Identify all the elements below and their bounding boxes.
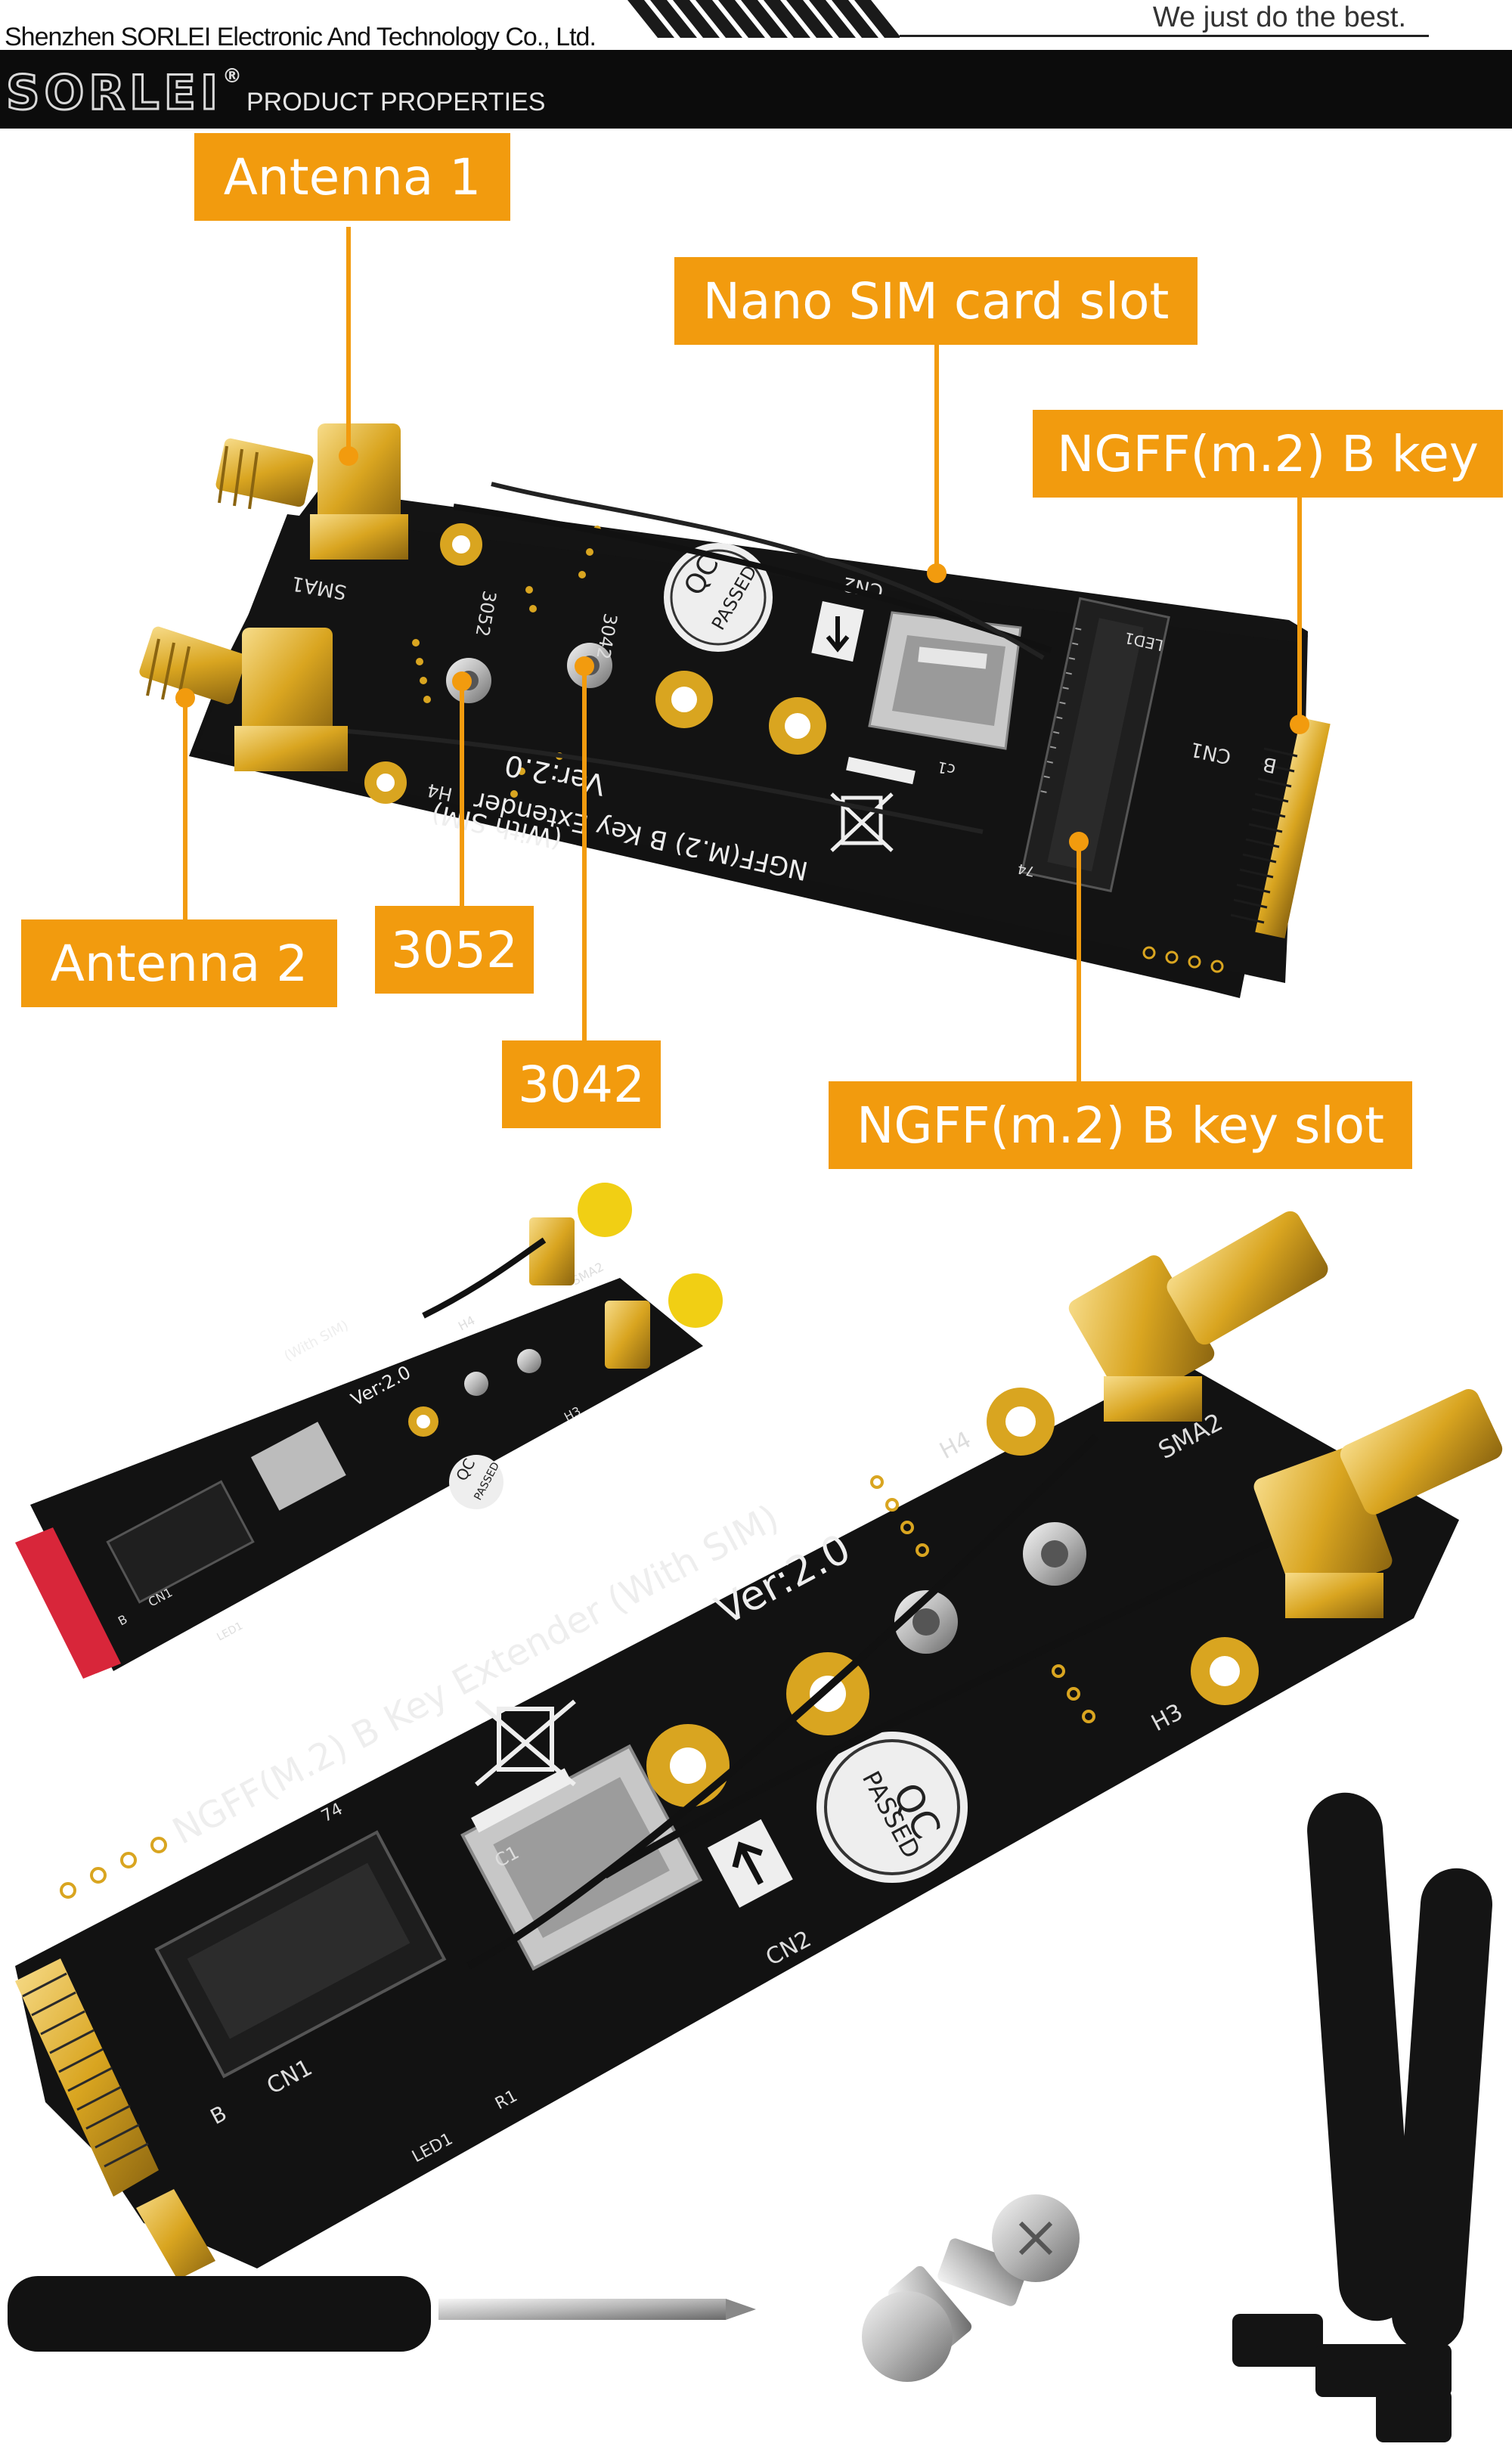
large-edge-connector (15, 1958, 215, 2280)
c3052-marker (452, 671, 472, 691)
nano-sim-marker (927, 563, 947, 583)
antenna2-leader (183, 696, 187, 919)
b-label: B (1261, 752, 1279, 777)
pin74-label: 74 (1016, 860, 1036, 879)
section-title: PRODUCT PROPERTIES (246, 88, 546, 116)
screws (862, 2194, 1080, 2382)
header-band (0, 50, 1512, 129)
nano-sim-callout: Nano SIM card slot (674, 257, 1198, 345)
sma-connector-1 (215, 423, 408, 560)
large-weee-icon (475, 1699, 576, 1787)
header-rule (900, 35, 1429, 37)
c1-label: c1 (936, 758, 957, 779)
qc-sticker-top: QC PASSED (664, 543, 773, 652)
antenna1-marker (339, 446, 358, 466)
antenna2-callout: Antenna 2 (21, 919, 337, 1007)
c3052-callout: 3052 (375, 906, 534, 994)
h4-label: H4 (425, 779, 454, 805)
sim-slot-top (868, 611, 1022, 750)
c3042-leader (582, 665, 587, 1043)
small-led1-label: LED1 (215, 1620, 245, 1643)
antenna1-leader (346, 227, 351, 454)
antenna2-marker (175, 688, 195, 708)
nano-sim-leader (934, 344, 939, 571)
large-sma-connector-2 (1253, 1389, 1503, 1618)
b-key-leader (1297, 498, 1302, 724)
registered-mark: ® (222, 65, 247, 88)
company-name: Shenzhen SORLEI Electronic And Technolog… (5, 23, 596, 51)
small-with-sim-label: (With SIM) (281, 1317, 351, 1364)
large-sma-connector-1 (1068, 1211, 1328, 1422)
antenna1-callout: Antenna 1 (194, 133, 510, 221)
b-key-marker (1290, 715, 1309, 734)
board-top-illustration: QC PASSED SMA1 H4 3052 3042 CN2 CN1 B c1… (139, 423, 1331, 998)
large-qc-sticker: QC PASSED (816, 1732, 968, 1883)
b-key-slot-callout: NGFF(m.2) B key slot (829, 1081, 1412, 1169)
large-m2-slot (154, 1830, 447, 2079)
logo-text: SORLEI (5, 64, 223, 122)
tagline: We just do the best. (1152, 2, 1406, 33)
b-key-callout: NGFF(m.2) B key (1033, 410, 1503, 498)
board-large: QC PASSED Ver:2.0 NGFF(M.2) B Key Extend… (15, 1211, 1503, 2280)
c3042-marker (575, 656, 594, 676)
b-key-slot-leader (1077, 839, 1081, 1084)
small-h4-label: H4 (456, 1313, 478, 1333)
edge-connector (1230, 718, 1331, 938)
b-key-slot-marker (1069, 832, 1089, 851)
large-h4-label: H4 (935, 1427, 975, 1465)
small-sma2-label: SMA2 (569, 1260, 606, 1288)
screwdriver (8, 2276, 756, 2352)
brand-logo: SORLEI® (5, 64, 247, 122)
c3042-callout: 3042 (502, 1040, 661, 1128)
header-stripes (627, 0, 900, 38)
m2-slot-top (1021, 597, 1170, 893)
sma-connector-2 (139, 626, 348, 771)
c3052-leader (460, 681, 464, 907)
antennas (1232, 1792, 1492, 2442)
